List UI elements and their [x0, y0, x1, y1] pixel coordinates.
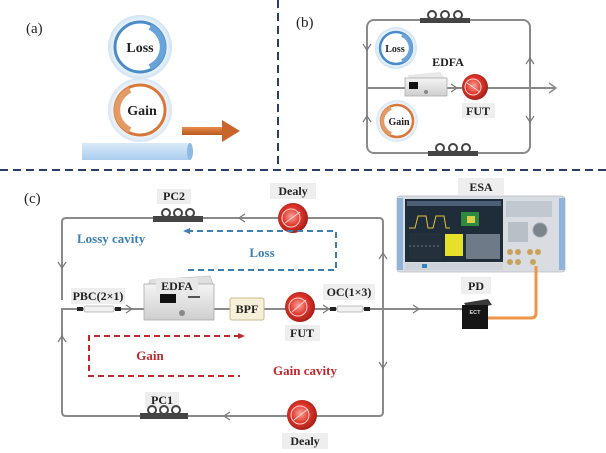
gain-path-arrow-icon: [238, 333, 245, 339]
gain-label: Gain: [136, 348, 164, 363]
oc-coupler: [330, 305, 370, 313]
pd-label: PD: [468, 279, 484, 293]
esa-screen: [405, 199, 503, 262]
loss-ring: Loss: [108, 15, 172, 79]
pc2-label: PC2: [163, 189, 185, 203]
delay-top-label: Dealy: [278, 184, 307, 198]
direction-right-icon: [125, 304, 134, 314]
delay-bottom-label: Dealy: [290, 434, 319, 448]
pbc-coupler: [77, 305, 121, 313]
gain-ring-label: Gain: [127, 104, 157, 119]
loss-path: [187, 230, 337, 271]
polarization-controller-bottom: [428, 143, 478, 156]
direction-left-icon: [237, 213, 246, 223]
fut-spool: [462, 74, 488, 100]
polarization-controller-top: [420, 10, 470, 23]
fiber-loop: [61, 217, 384, 417]
loss-direction-arrow-icon: [401, 33, 413, 63]
esa-label: ESA: [469, 180, 493, 194]
gain-path: [88, 335, 240, 377]
panel-a-label: (a): [26, 21, 43, 37]
bus-waveguide: [82, 143, 190, 160]
fut-label: FUT: [290, 326, 314, 340]
polarization-controller-pc2: [153, 208, 203, 222]
output-arrow-icon: [182, 120, 240, 142]
pbc-label: PBC(2×1): [73, 289, 124, 303]
loss-ring: Loss: [375, 27, 417, 69]
pc1-label: PC1: [151, 393, 173, 407]
gain-direction-arrow-icon: [380, 106, 392, 136]
panel-a: (a) Loss Gain: [26, 15, 240, 160]
loss-direction-arrow-icon: [148, 24, 166, 70]
gain-ring-label: Gain: [388, 117, 410, 128]
fut-label: FUT: [466, 104, 490, 118]
edfa-label: EDFA: [161, 279, 193, 293]
direction-left-icon: [222, 411, 231, 421]
pd-brand: ECT: [470, 310, 482, 316]
gain-ring: Gain: [376, 100, 418, 142]
loss-path-arrow-icon: [183, 228, 190, 234]
photodetector: ECT: [462, 299, 492, 329]
direction-right-icon: [412, 304, 421, 314]
direction-down-icon: [525, 115, 535, 124]
panel-b-label: (b): [296, 15, 314, 31]
direction-right-icon: [322, 304, 331, 314]
lossy-cavity-label: Lossy cavity: [77, 231, 146, 246]
direction-up-icon: [525, 56, 535, 65]
delay-spool-top: [278, 203, 308, 233]
direction-up-icon: [362, 114, 372, 123]
gain-ring: Gain: [108, 78, 172, 142]
direction-right-icon: [450, 83, 459, 93]
output-arrow-icon: [548, 82, 558, 94]
loss-label: Loss: [249, 245, 274, 260]
fut-spool: [285, 292, 315, 322]
panel-b: (b) Loss: [296, 10, 558, 156]
rf-cable: [488, 266, 538, 320]
esa-instrument: [396, 195, 566, 273]
oc-label: OC(1×3): [327, 285, 372, 299]
direction-up-icon: [378, 251, 388, 260]
direction-down-icon: [362, 43, 372, 52]
panel-c: (c) PC2 Dealy: [24, 178, 566, 449]
bpf-label: BPF: [236, 302, 259, 316]
polarization-controller-pc1: [140, 405, 188, 419]
bpf-filter: BPF: [229, 297, 265, 321]
direction-down-icon: [378, 361, 388, 370]
gain-direction-arrow-icon: [114, 87, 132, 133]
edfa-device: [404, 72, 448, 97]
direction-up-icon: [57, 334, 67, 343]
panel-c-label: (c): [24, 191, 41, 207]
delay-spool-bottom: [287, 400, 317, 430]
gain-cavity-label: Gain cavity: [273, 363, 337, 378]
edfa-label: EDFA: [432, 55, 464, 69]
loss-ring-label: Loss: [126, 41, 154, 56]
loss-ring-label: Loss: [385, 44, 405, 55]
direction-down-icon: [57, 261, 67, 270]
